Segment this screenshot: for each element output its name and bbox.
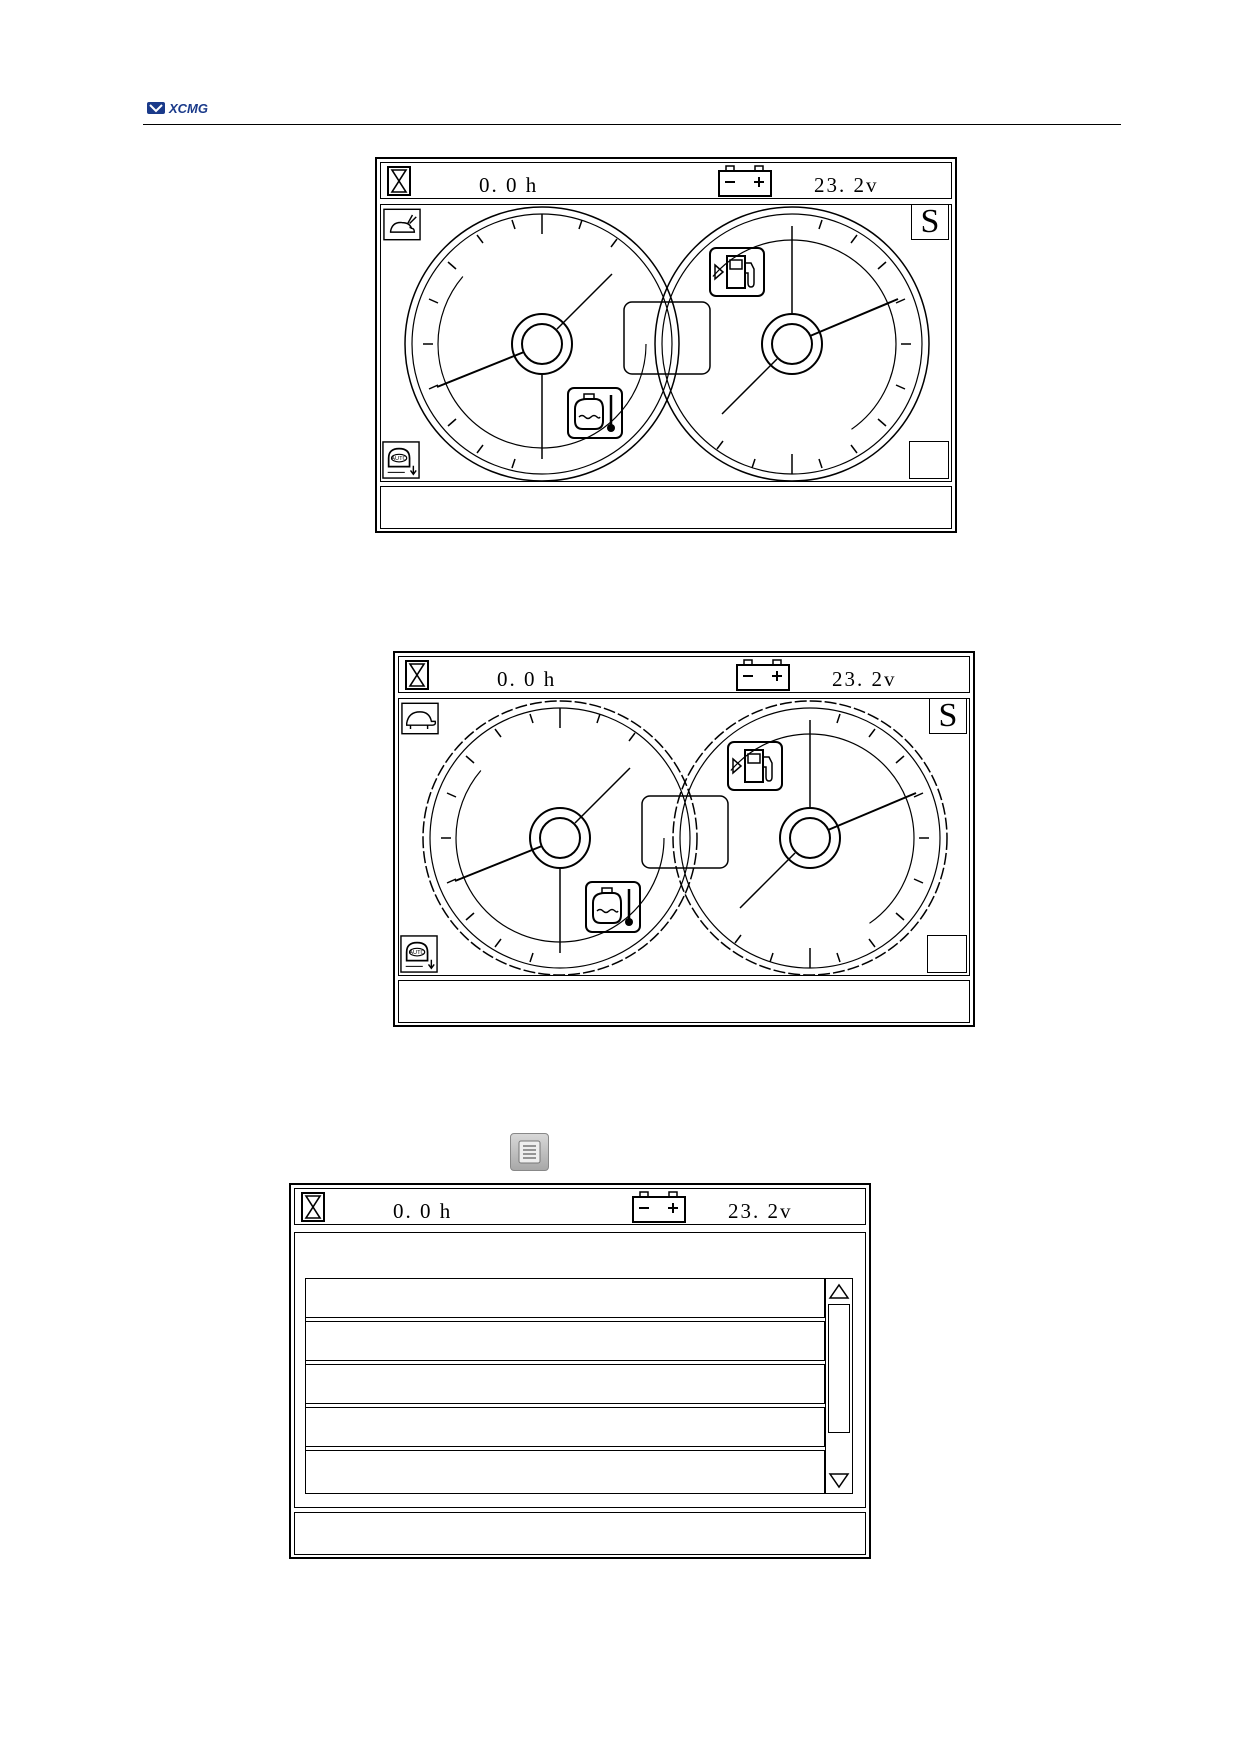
scroll-down-arrow-icon[interactable]: [827, 1471, 851, 1491]
scrollbar-thumb[interactable]: [828, 1304, 850, 1433]
display-screen-3: 0. 0 h 23. 2v: [289, 1183, 871, 1559]
scroll-up-arrow-icon[interactable]: [827, 1281, 851, 1301]
gauge-area: [380, 204, 952, 482]
status-bar: [294, 1188, 866, 1225]
coolant-temperature-icon: [567, 387, 623, 439]
menu-button[interactable]: [510, 1133, 549, 1171]
header-rule: [143, 124, 1121, 125]
display-screen-2: 0. 0 h 23. 2v S: [393, 651, 975, 1027]
coolant-temperature-icon: [585, 881, 641, 933]
message-bar: [398, 980, 970, 1023]
status-bar: [398, 656, 970, 693]
operating-hours: 0. 0 h: [497, 667, 557, 691]
list-area: [294, 1232, 866, 1508]
gauge-area: [398, 698, 970, 976]
logo-text: XCMG: [168, 101, 208, 116]
status-box: [927, 935, 967, 973]
list-item[interactable]: [305, 1364, 825, 1404]
fuel-pump-icon: [709, 247, 765, 297]
list-item[interactable]: [305, 1450, 825, 1494]
gear-indicator: S: [911, 204, 949, 240]
battery-icon: [632, 1191, 686, 1223]
list-item[interactable]: [305, 1407, 825, 1447]
message-bar: [294, 1512, 866, 1555]
operating-hours: 0. 0 h: [393, 1199, 453, 1223]
display-screen-1: 0. 0 h 23. 2v S: [375, 157, 957, 533]
dual-gauge: [404, 206, 930, 482]
status-box: [909, 441, 949, 479]
battery-voltage: 23. 2v: [728, 1199, 793, 1223]
status-bar: [380, 162, 952, 199]
menu-icon: [518, 1140, 541, 1164]
list-item[interactable]: [305, 1278, 825, 1318]
hourglass-icon: [301, 1192, 325, 1222]
gear-indicator: S: [929, 698, 967, 734]
xcmg-logo: XCMG: [147, 100, 249, 116]
operating-hours: 0. 0 h: [479, 173, 539, 197]
message-bar: [380, 486, 952, 529]
dual-gauge: [422, 700, 948, 976]
battery-voltage: 23. 2v: [814, 173, 879, 197]
battery-voltage: 23. 2v: [832, 667, 897, 691]
scrollbar[interactable]: [825, 1278, 853, 1494]
list-item[interactable]: [305, 1321, 825, 1361]
fuel-pump-icon: [727, 741, 783, 791]
